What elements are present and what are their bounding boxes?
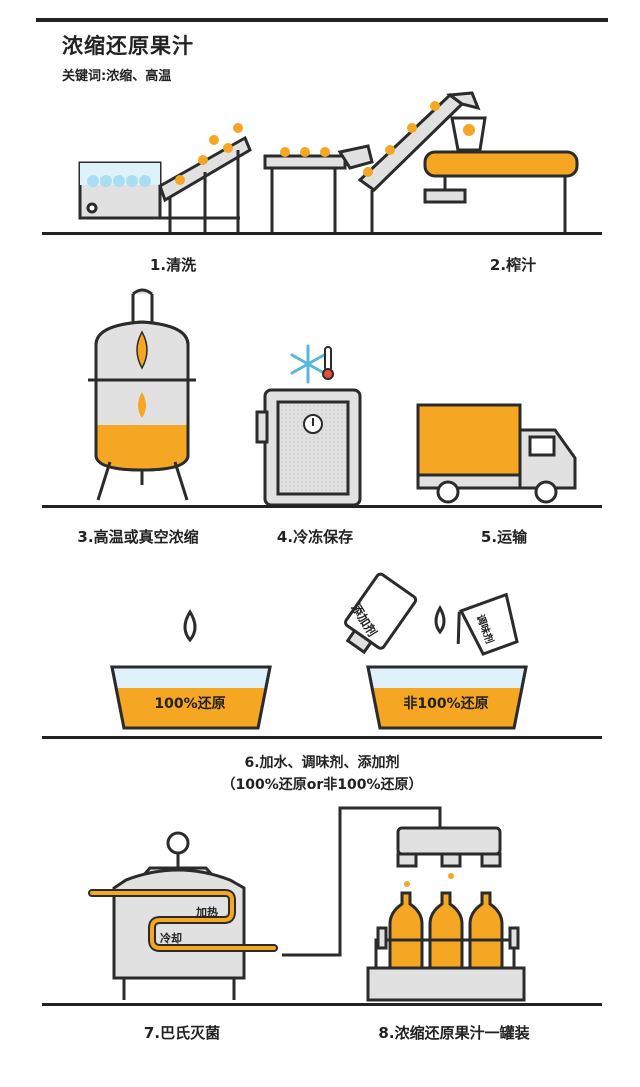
row1-ground xyxy=(42,232,602,235)
flavoring-cup-illustration xyxy=(456,592,519,656)
filling-drops xyxy=(404,873,454,887)
step-4-label: 4.冷冻保存 xyxy=(276,528,354,546)
keywords-line: 关键词:浓缩、高温 xyxy=(62,69,172,84)
bottles-illustration xyxy=(366,891,526,1002)
page-title: 浓缩还原果汁 xyxy=(62,34,194,58)
step-5-label: 5.运输 xyxy=(480,528,528,546)
bottle-3 xyxy=(468,891,504,970)
basin-right-label: 非100%还原 xyxy=(403,696,489,712)
step-6-label: 6.加水、调味剂、添加剂 xyxy=(244,755,400,771)
row2-ground xyxy=(42,505,602,508)
step-8-label: 8.浓缩还原果汁一罐装 xyxy=(378,1024,530,1042)
step-7-label: 7.巴氏灭菌 xyxy=(143,1024,221,1042)
heat-label: 加热 xyxy=(196,906,218,919)
bottle-2 xyxy=(428,891,464,970)
pipe-line xyxy=(282,806,442,957)
step-6-note: （100%还原or非100%还原） xyxy=(221,777,423,793)
coil-pipe xyxy=(88,889,278,952)
water-drop-small-icon xyxy=(434,604,446,635)
row4-ground xyxy=(42,1003,602,1006)
snowflake-icon xyxy=(290,344,326,384)
freezer-illustration xyxy=(255,388,362,507)
row3-ground xyxy=(42,736,602,739)
additive-bottle-illustration xyxy=(344,572,418,655)
cool-label: 冷却 xyxy=(160,932,182,945)
filling-machine-illustration xyxy=(396,826,502,868)
water-drop-icon xyxy=(183,609,197,643)
step-1-label: 1.清洗 xyxy=(149,256,197,274)
truck-illustration xyxy=(416,403,577,504)
fruit-dots xyxy=(87,101,475,187)
step-3-label: 3.高温或真空浓缩 xyxy=(77,528,199,546)
basin-left-illustration xyxy=(110,665,272,730)
basin-left-label: 100%还原 xyxy=(154,696,226,712)
top-rule xyxy=(36,18,608,22)
concentrator-tank-illustration xyxy=(88,288,196,501)
bottle-1 xyxy=(388,891,424,970)
step-2-label: 2.榨汁 xyxy=(489,256,537,274)
thermometer-icon xyxy=(322,346,334,380)
basin-right-illustration xyxy=(366,665,528,730)
washer-conveyor-illustration xyxy=(78,91,579,232)
